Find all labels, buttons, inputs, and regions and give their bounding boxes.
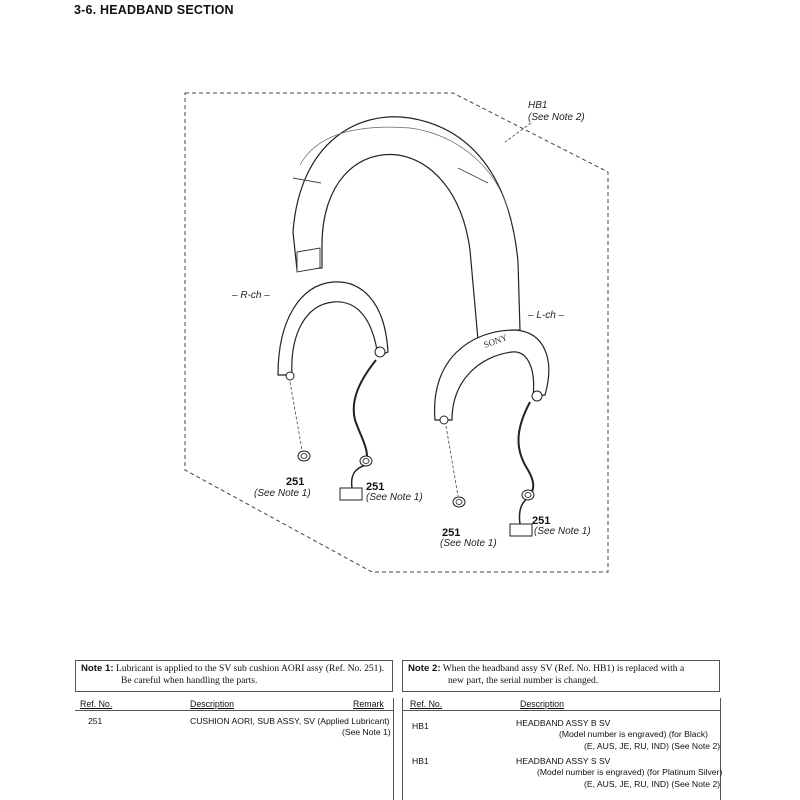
see-note1-d: (See Note 1) <box>534 526 591 537</box>
left-row-1-remark: (See Note 1) <box>342 727 391 737</box>
right-row-1-line2: (Model number is engraved) (for Black) <box>559 729 709 739</box>
right-row-1-desc: HEADBAND ASSY B SV <box>516 718 611 728</box>
r-hanger <box>277 281 389 376</box>
l-hanger <box>434 329 550 421</box>
right-row-2-line2: (Model number is engraved) (for Platinum… <box>537 767 723 777</box>
note-2-line1: When the headband assy SV (Ref. No. HB1)… <box>442 663 685 674</box>
right-row-2-ref: HB1 <box>412 756 429 766</box>
ref-251-b: 251 <box>366 481 384 493</box>
right-row-2-desc: HEADBAND ASSY S SV <box>516 756 611 766</box>
headband-arc <box>292 116 521 341</box>
note-1-box: Note 1: Lubricant is applied to the SV s… <box>75 660 393 692</box>
rch-label: – R-ch – <box>231 290 270 301</box>
hb1-label: HB1 <box>528 100 547 111</box>
see-note1-a: (See Note 1) <box>254 488 311 499</box>
ref-251-c: 251 <box>442 527 460 539</box>
note-2-line2: new part, the serial number is changed. <box>448 674 599 686</box>
hb1-leader <box>504 122 532 143</box>
ref-251-a: 251 <box>286 476 304 488</box>
right-row-1-ref: HB1 <box>412 721 429 731</box>
note-2-label: Note 2: <box>408 663 441 674</box>
note-1-line2: Be careful when handling the parts. <box>121 674 258 686</box>
right-row-1-line3: (E, AUS, JE, RU, IND) (See Note 2) <box>584 741 721 751</box>
right-header-desc: Description <box>520 699 565 709</box>
l-cable <box>517 401 535 499</box>
right-header-ref: Ref. No. <box>410 699 443 709</box>
left-row-1-desc: CUSHION AORI, SUB ASSY, SV (Applied Lubr… <box>190 716 390 726</box>
left-header-desc: Description <box>190 699 235 709</box>
left-header-remark: Remark <box>353 699 384 709</box>
note-1-label: Note 1: <box>81 663 114 674</box>
left-row-1-ref: 251 <box>88 716 103 726</box>
note-2-box: Note 2: When the headband assy SV (Ref. … <box>402 660 720 692</box>
r-cable <box>352 359 377 466</box>
ref-251-d: 251 <box>532 515 550 527</box>
right-row-2-line3: (E, AUS, JE, RU, IND) (See Note 2) <box>584 779 721 789</box>
see-note1-b: (See Note 1) <box>366 492 423 503</box>
lch-label: – L-ch – <box>527 310 565 321</box>
hb1-note: (See Note 2) <box>528 112 585 123</box>
left-header-ref: Ref. No. <box>80 699 113 709</box>
see-note1-c: (See Note 1) <box>440 538 497 549</box>
note-1-line1: Lubricant is applied to the SV sub cushi… <box>115 663 385 674</box>
assembly-outline <box>184 92 609 573</box>
headband-exploded-diagram: HB1 (See Note 2) – R-ch – – L-ch – SONY … <box>184 92 609 573</box>
section-title: 3-6. HEADBAND SECTION <box>74 3 234 17</box>
